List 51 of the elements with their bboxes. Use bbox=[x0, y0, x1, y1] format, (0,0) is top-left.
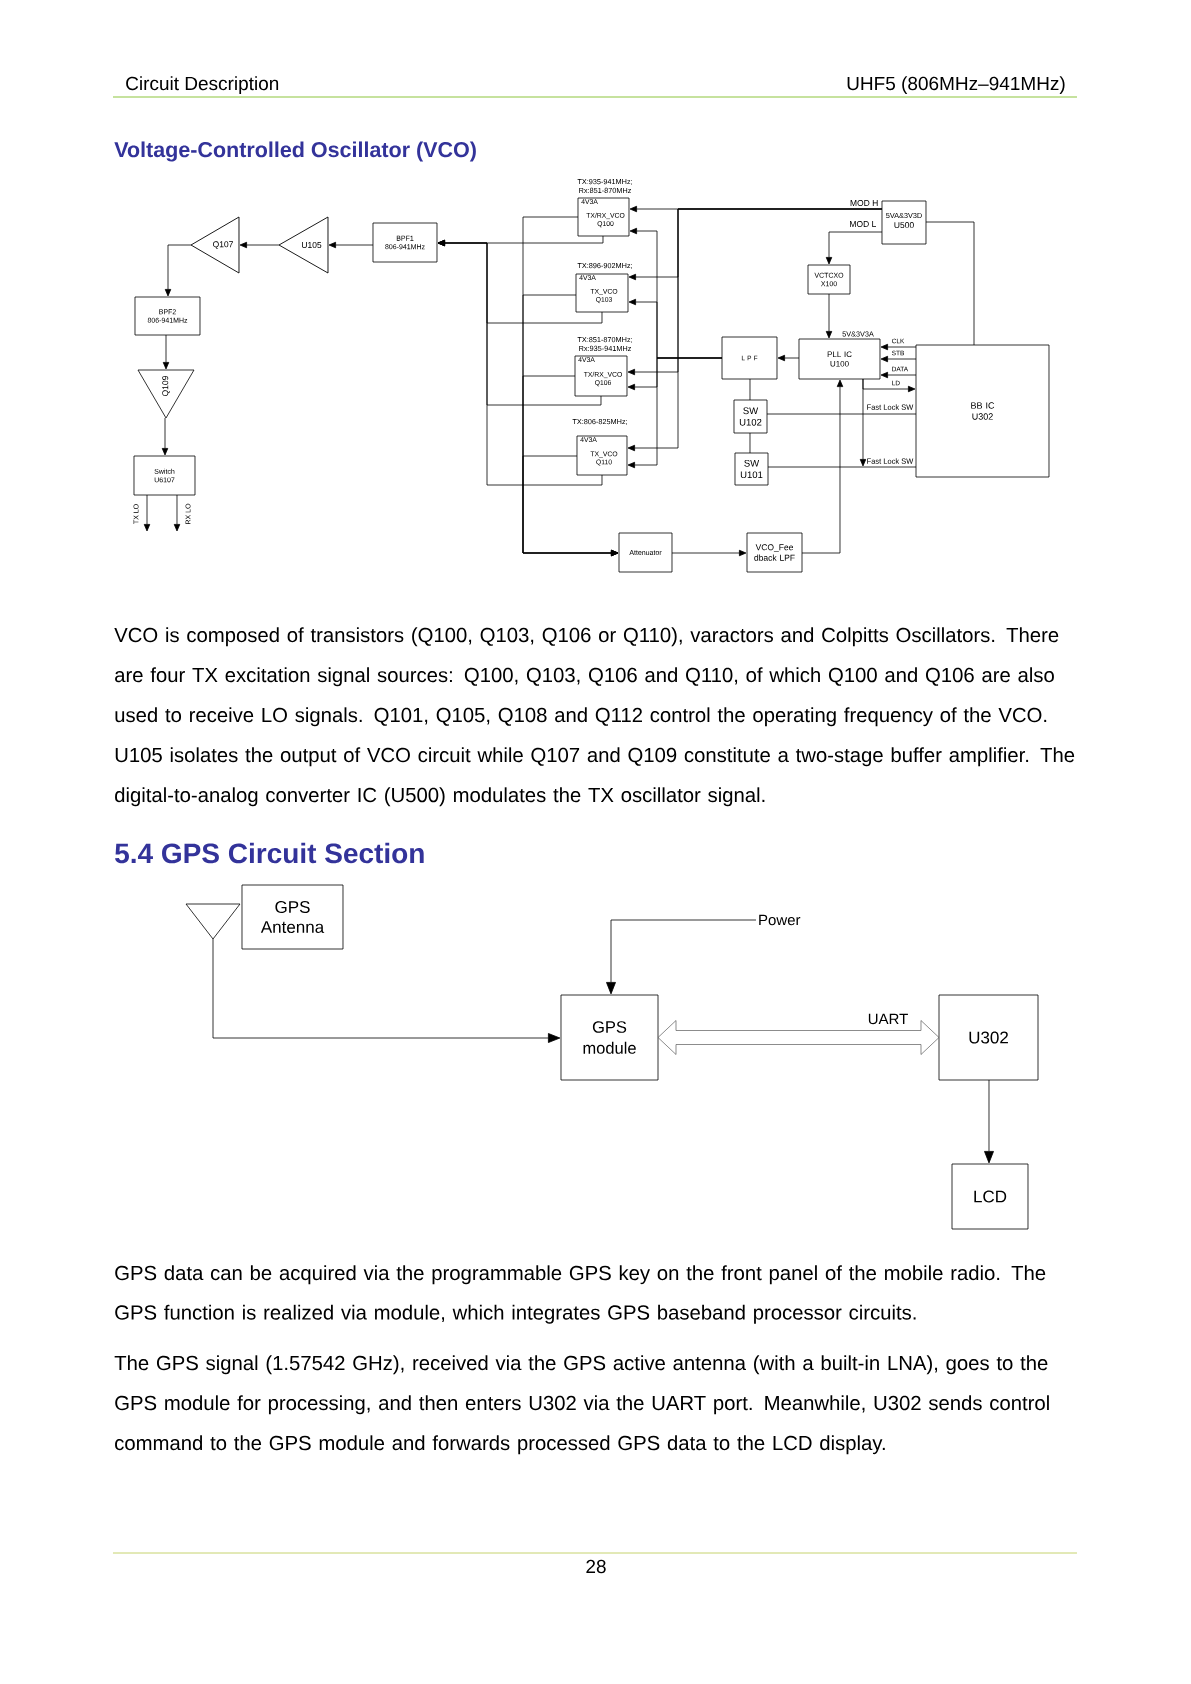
arrow bbox=[212, 938, 561, 1043]
paragraph: GPS data can be acquired via the programmable GPS key on the front panel of the mobile radio. The GPS function is realized via module, which integrates GPS baseband processor circuits. bbox=[115, 1265, 1046, 1324]
header-text: UHF5 (806MHz–941MHz) bbox=[847, 76, 1065, 94]
antenna-symbol bbox=[185, 903, 241, 940]
connector-line bbox=[766, 413, 917, 415]
page-number: 28 bbox=[586, 1559, 606, 1574]
arrow bbox=[143, 494, 151, 532]
arrow bbox=[522, 455, 619, 557]
connector-line bbox=[767, 466, 917, 468]
arrow bbox=[825, 231, 883, 265]
block-box: BB IC U302 bbox=[915, 344, 1050, 478]
arrow bbox=[777, 354, 800, 362]
connector-line bbox=[749, 432, 751, 454]
arrow bbox=[173, 494, 181, 532]
arrow bbox=[859, 378, 867, 467]
arrow bbox=[984, 1079, 994, 1164]
edge-label: UART bbox=[867, 1013, 909, 1025]
block-box: GPS Antenna bbox=[241, 884, 344, 950]
arrow bbox=[239, 241, 280, 249]
arrow bbox=[328, 241, 374, 249]
double-arrow bbox=[657, 1020, 940, 1055]
connector-line bbox=[749, 378, 751, 401]
arrow bbox=[671, 549, 747, 557]
section-heading: 5.4 GPS Circuit Section bbox=[115, 842, 424, 864]
arrow bbox=[627, 357, 723, 469]
block-box: PLL IC U100 bbox=[798, 338, 881, 380]
arrow bbox=[161, 417, 169, 456]
title: Voltage-Controlled Oscillator (VCO) bbox=[114, 141, 476, 162]
arrow bbox=[606, 919, 757, 995]
arrow bbox=[880, 355, 917, 363]
block-box: GPS module bbox=[560, 994, 659, 1081]
arrow bbox=[627, 208, 883, 452]
connector-line bbox=[925, 221, 975, 346]
arrow bbox=[162, 334, 170, 370]
arrow bbox=[825, 293, 833, 339]
paragraph: VCO is composed of transistors (Q100, Q103, Q106 or Q110), varactors and Colpitts Oscillators. There are four TX excitation signal sources: Q100, Q103, Q106 and Q110, of which Q100 and Q106 are also used to receive LO signals. Q101, Q105, Q108 and Q112 control the operating frequency of the VCO. U105 isolates the output of VCO circuit while Q107 and Q109 constitute a two-stage buffer amplifier. The digital-to-analog converter IC (U500) modulates the TX oscillator signal. bbox=[114, 627, 1075, 807]
block-box: U302 bbox=[938, 994, 1039, 1081]
paragraph: The GPS signal (1.57542 GHz), received via the GPS active antenna (with a built-in LNA), goes to the GPS module for processing, and then enters U302 via the UART port. Meanwhile, U302 sends control command to the GPS module and forwards processed GPS data to the LCD display. bbox=[114, 1355, 1049, 1455]
block-box: VCO_Fee dback LPF bbox=[746, 532, 803, 573]
arrow bbox=[880, 343, 917, 351]
arrow bbox=[164, 244, 192, 297]
block-box: SW U101 bbox=[734, 452, 769, 486]
signal-label: Power bbox=[759, 914, 801, 926]
edge-label: MOD H bbox=[849, 199, 879, 207]
arrow bbox=[437, 239, 603, 486]
arrow bbox=[880, 371, 917, 379]
block-box: LCD bbox=[951, 1163, 1029, 1230]
block-box: SW U102 bbox=[733, 399, 768, 434]
arrow bbox=[801, 379, 844, 554]
edge-label: MOD L bbox=[848, 220, 877, 228]
header-text: Circuit Description bbox=[126, 76, 279, 94]
